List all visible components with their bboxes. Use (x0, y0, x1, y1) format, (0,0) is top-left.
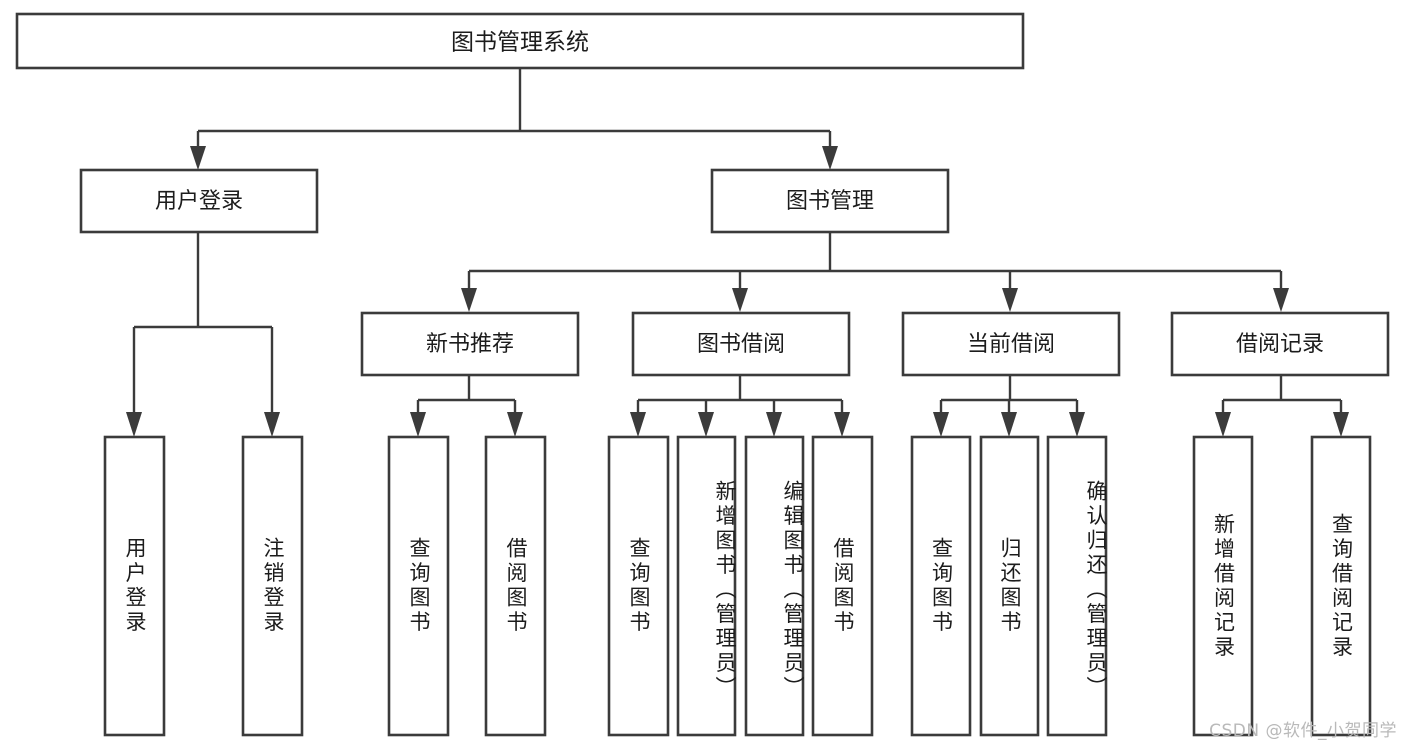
arrow-root-to-book-manage (822, 146, 838, 170)
leaf-box-logout[interactable] (241, 435, 304, 737)
node-borrow-record-box[interactable] (1170, 311, 1390, 377)
watermark-text: CSDN @软件_小贺同学 (1209, 721, 1397, 741)
leaf-box-query-book-1[interactable] (387, 435, 450, 737)
arrow-borrow-to-leaf1 (630, 412, 646, 437)
node-new-book-recommend[interactable]: 新书推荐 (360, 311, 580, 377)
node-book-borrow-label: 图书借阅 (697, 332, 785, 357)
arrow-book-manage-to-current (1002, 288, 1018, 312)
leaf-box-return-book[interactable] (979, 435, 1040, 737)
node-borrow-record[interactable]: 借阅记录 (1170, 311, 1390, 377)
node-book-manage-label: 图书管理 (786, 189, 874, 214)
arrow-new-book-to-leaf2 (507, 412, 523, 437)
arrow-user-login-to-leaf2 (264, 412, 280, 437)
leaf-box-layer (103, 435, 1372, 737)
arrow-root-to-user-login (190, 146, 206, 170)
arrow-book-manage-to-borrow (732, 288, 748, 312)
arrow-record-to-leaf2 (1333, 412, 1349, 437)
arrow-borrow-to-leaf4 (834, 412, 850, 437)
node-new-book-recommend-label: 新书推荐 (426, 332, 514, 357)
node-book-manage[interactable]: 图书管理 (710, 168, 950, 234)
node-user-login[interactable]: 用户登录 (79, 168, 319, 234)
node-user-login-box[interactable] (79, 168, 319, 234)
arrow-book-manage-to-new-book (461, 288, 477, 312)
node-current-borrow[interactable]: 当前借阅 (901, 311, 1121, 377)
leaf-box-confirm-return[interactable] (1046, 435, 1108, 737)
arrow-borrow-to-leaf3 (766, 412, 782, 437)
node-user-login-label: 用户登录 (155, 189, 243, 214)
node-book-borrow[interactable]: 图书借阅 (631, 311, 851, 377)
leaf-box-edit-book-admin[interactable] (744, 435, 805, 737)
arrow-new-book-to-leaf1 (410, 412, 426, 437)
leaf-box-query-book-2[interactable] (607, 435, 670, 737)
connector-layer (126, 68, 1349, 437)
leaf-box-user-login[interactable] (103, 435, 166, 737)
arrow-record-to-leaf1 (1215, 412, 1231, 437)
leaf-box-borrow-book-2[interactable] (811, 435, 874, 737)
leaf-box-add-record[interactable] (1192, 435, 1254, 737)
leaf-box-borrow-book-1[interactable] (484, 435, 547, 737)
node-book-borrow-box[interactable] (631, 311, 851, 377)
node-new-book-recommend-box[interactable] (360, 311, 580, 377)
arrow-book-manage-to-record (1273, 288, 1289, 312)
node-root-book-system[interactable]: 图书管理系统 (15, 12, 1025, 70)
leaf-box-query-book-3[interactable] (910, 435, 972, 737)
node-root-book-system-label: 图书管理系统 (451, 30, 589, 56)
leaf-box-query-record[interactable] (1310, 435, 1372, 737)
arrow-user-login-to-leaf1 (126, 412, 142, 437)
node-borrow-record-label: 借阅记录 (1236, 332, 1324, 357)
node-book-manage-box[interactable] (710, 168, 950, 234)
arrow-current-to-leaf3 (1069, 412, 1085, 437)
leaf-box-add-book-admin[interactable] (676, 435, 737, 737)
node-root-book-system-box[interactable] (15, 12, 1025, 70)
arrow-current-to-leaf1 (933, 412, 949, 437)
node-current-borrow-label: 当前借阅 (967, 332, 1055, 357)
arrow-current-to-leaf2 (1001, 412, 1017, 437)
node-current-borrow-box[interactable] (901, 311, 1121, 377)
arrow-borrow-to-leaf2 (698, 412, 714, 437)
